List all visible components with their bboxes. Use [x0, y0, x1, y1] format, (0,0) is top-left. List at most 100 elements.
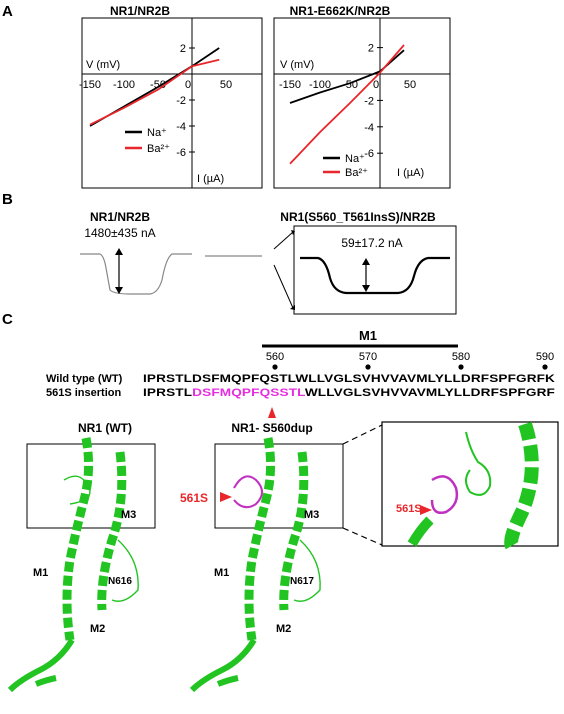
position-580: 580 — [452, 351, 470, 363]
iv-mut-ytick-0: 2 — [368, 43, 374, 55]
panel-c-label: C — [2, 311, 13, 328]
zoom-insert-label: 561S — [396, 503, 422, 515]
wt-m2-label: M2 — [90, 623, 105, 635]
zoom-dash-bottom — [342, 527, 383, 546]
wt-m1-label: M1 — [33, 567, 48, 579]
iv-mut-ytick-4: -6 — [364, 148, 374, 160]
zoom-line-bottom — [273, 264, 294, 309]
wt-residue-label: N616 — [108, 576, 132, 587]
m1-region-label: M1 — [359, 328, 377, 343]
position-dot-560 — [272, 364, 278, 370]
structure-mut — [189, 437, 321, 693]
iv-wt-x-label: V (mV) — [86, 59, 120, 71]
legend-label-ba-mut: Ba²⁺ — [345, 167, 368, 179]
position-dot-570 — [365, 364, 371, 370]
ins-seq-highlight: DSFMQPFQSSTL — [192, 387, 306, 399]
mut-m2-label: M2 — [276, 623, 291, 635]
iv-mut-xtick-1: -100 — [309, 79, 331, 91]
ins-seq-prefix: IPRSTL — [143, 387, 192, 399]
beta-strand-2-mut — [216, 675, 239, 687]
loop-lower-mut — [293, 539, 321, 602]
legend-label-na: Na⁺ — [147, 127, 167, 139]
mut-residue-label: N617 — [290, 576, 314, 587]
iv-mut-frame — [273, 17, 451, 189]
iv-mut-y-label: I (µA) — [397, 167, 424, 179]
panel-a-label: A — [2, 3, 13, 20]
helix-m1-mut — [244, 437, 276, 641]
zoom-insert-arrow — [420, 505, 432, 515]
trace-wt-amplitude: 1480±435 nA — [84, 226, 155, 240]
iv-wt-ytick-4: -6 — [176, 147, 186, 159]
wt-m3-label: M3 — [121, 509, 136, 521]
mut-insert-label: 561S — [180, 491, 208, 505]
helix-m1-wt — [62, 437, 94, 641]
iv-wt-xtick-2: -50 — [150, 79, 166, 91]
iv-mut-series-ba — [289, 44, 405, 165]
structure-wt — [7, 437, 139, 693]
position-570: 570 — [359, 351, 377, 363]
iv-mut-ytick-3: -4 — [364, 122, 374, 134]
trace-wt — [80, 253, 192, 295]
iv-wt-xtick-1: -100 — [113, 79, 135, 91]
beta-strand-wt — [7, 638, 75, 693]
iv-mut-title: NR1-E662K/NR2B — [290, 4, 391, 18]
position-560: 560 — [266, 351, 284, 363]
trace-mut-title: NR1(S560_T561InsS)/NR2B — [280, 210, 436, 224]
iv-mut-xtick-4: 50 — [404, 79, 416, 91]
mut-m3-label: M3 — [304, 509, 319, 521]
iv-mut-xtick-0: -150 — [279, 79, 301, 91]
helix-m3-wt — [97, 451, 127, 611]
panel-b-label: B — [2, 191, 13, 208]
iv-plot-wt: NR1/NR2B -150 -100 -50 0 50 2 -2 -4 -6 V (mV) I … — [79, 4, 263, 189]
loop-lower-wt — [111, 539, 139, 602]
beta-strand-2-wt — [34, 675, 57, 687]
insertion-arrow — [268, 407, 276, 418]
iv-wt-frame — [81, 17, 263, 189]
position-dot-590 — [542, 364, 548, 370]
iv-wt-ytick-0: 2 — [180, 43, 186, 55]
iv-mut-ytick-2: -2 — [364, 95, 374, 107]
iv-wt-y-label: I (µA) — [197, 173, 224, 185]
zoom-inset-box — [381, 421, 559, 547]
zoom-inset-structure — [407, 421, 539, 550]
insertion-loop-mut — [233, 475, 263, 509]
position-dot-580 — [458, 364, 464, 370]
iv-mut-xtick-3: 0 — [373, 79, 379, 91]
ins-seq-suffix: WLLVGLSVHVVAVMLYLLDRFSPFGRF — [305, 387, 555, 399]
iv-wt-xtick-3: 0 — [185, 79, 191, 91]
zoom-helix — [504, 421, 539, 550]
iv-wt-series-ba — [89, 58, 220, 126]
zoom-green-loop — [465, 431, 492, 496]
zoom-line-top — [273, 231, 294, 250]
structure-mut-box — [214, 443, 344, 529]
trace-mut-amplitude: 59±17.2 nA — [341, 236, 402, 250]
wt-sequence: IPRSTLDSFMQPFQSTLWLLVGLSVHVVAVMLYLLDRFSP… — [143, 373, 555, 385]
position-590: 590 — [536, 351, 554, 363]
zoom-dash-top — [342, 424, 383, 445]
trace-mut-amp-arrows — [362, 258, 370, 292]
mut-m1-label: M1 — [214, 567, 229, 579]
iv-wt-title: NR1/NR2B — [110, 4, 170, 18]
trace-mut-box — [293, 225, 457, 315]
iv-wt-xtick-0: -150 — [79, 79, 101, 91]
wt-seq-label: Wild type (WT) — [46, 373, 123, 385]
iv-mut-x-label: V (mV) — [280, 59, 314, 71]
zoom-helix-lower — [407, 516, 434, 547]
beta-strand-mut — [189, 638, 257, 693]
structure-wt-title: NR1 (WT) — [78, 421, 132, 435]
trace-mut-zoomed — [300, 256, 450, 295]
loop-wt — [63, 475, 91, 505]
iv-wt-ytick-3: -4 — [176, 121, 186, 133]
legend-label-na-mut: Na⁺ — [345, 153, 365, 165]
iv-wt-ytick-2: -2 — [176, 95, 186, 107]
mut-insert-arrow — [220, 492, 232, 502]
iv-wt-xtick-4: 50 — [220, 79, 232, 91]
helix-m3-mut — [279, 451, 309, 611]
zoom-insertion-loop — [430, 475, 459, 514]
structure-mut-title: NR1- S560dup — [231, 421, 312, 435]
ins-seq-label: 561S insertion — [46, 387, 121, 399]
legend-label-ba: Ba²⁺ — [147, 143, 170, 155]
